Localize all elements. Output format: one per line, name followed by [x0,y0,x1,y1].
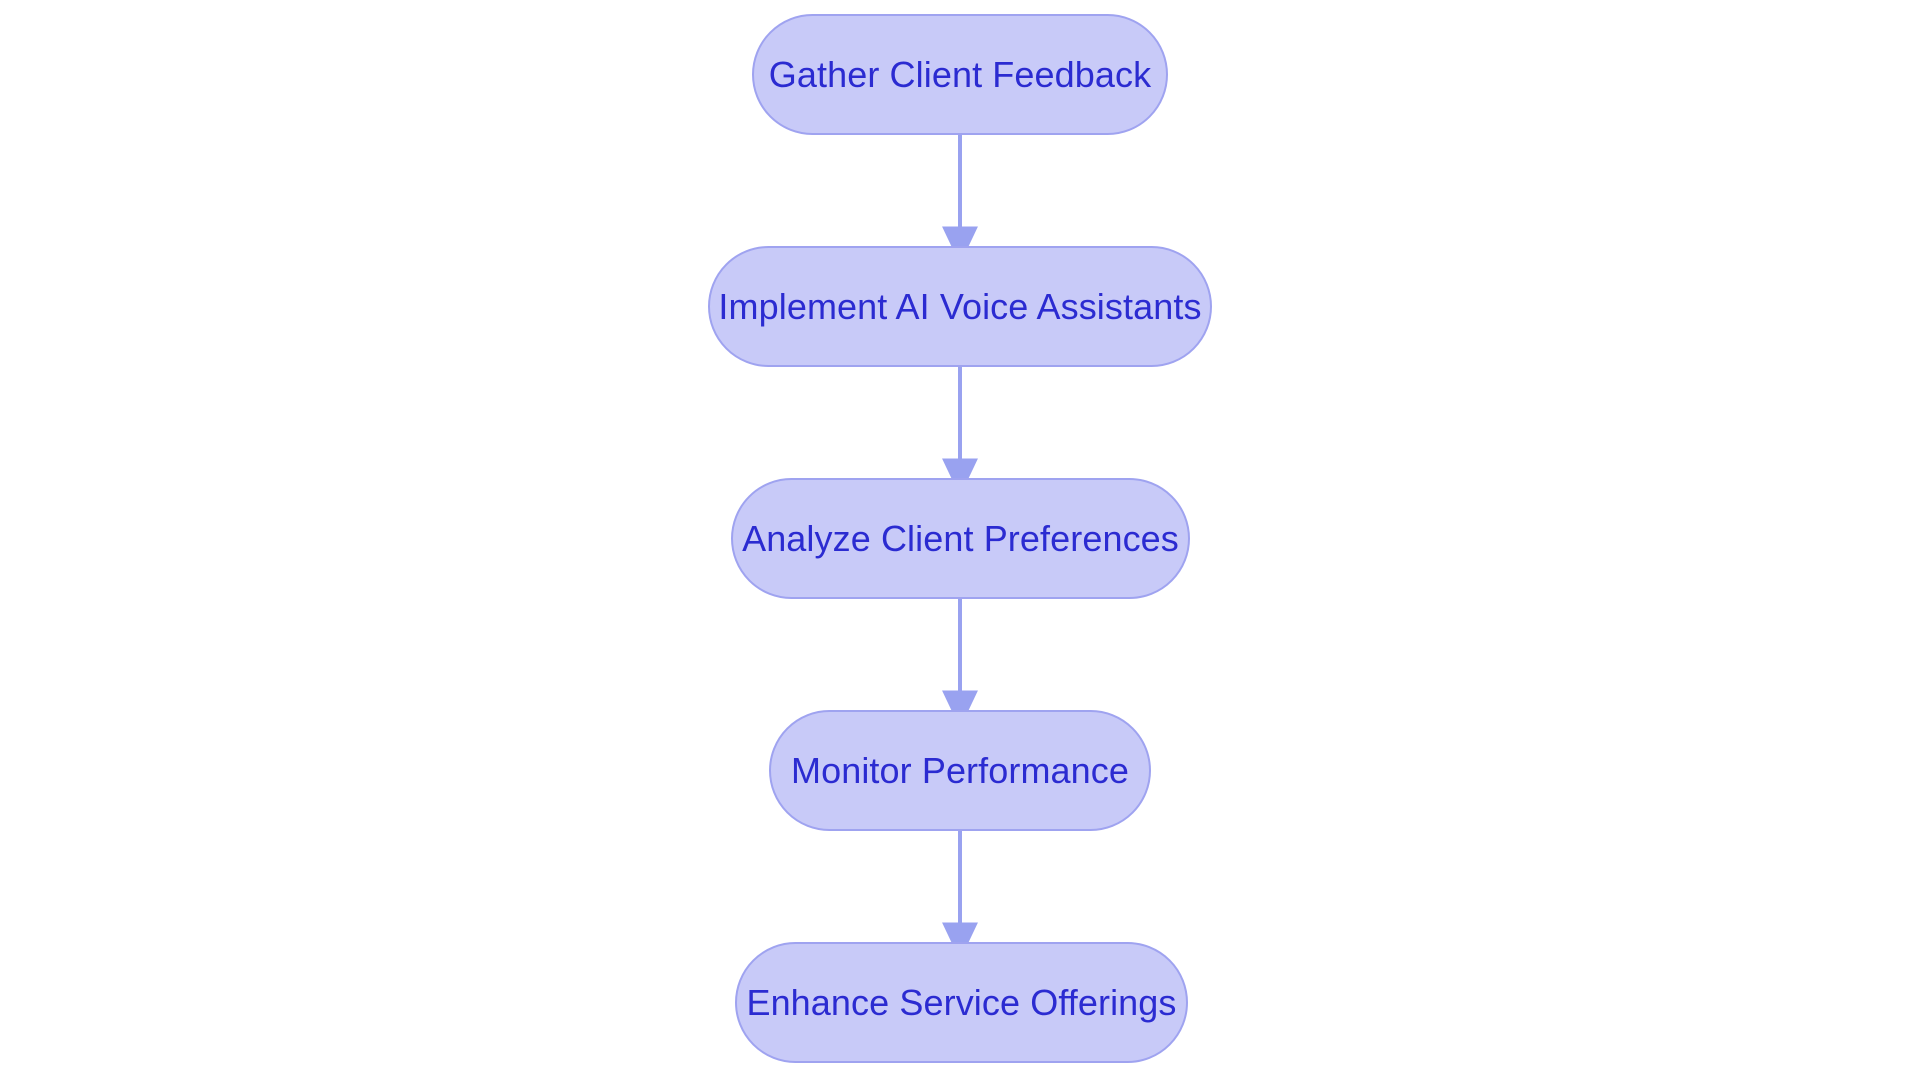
flow-node-label: Monitor Performance [790,749,1130,791]
flow-node-monitor-performance[interactable]: Monitor Performance [769,710,1151,831]
flow-node-enhance-service-offerings[interactable]: Enhance Service Offerings [735,942,1188,1063]
flow-node-label: Implement AI Voice Assistants [718,285,1202,327]
flow-node-implement-ai-voice-assistants[interactable]: Implement AI Voice Assistants [708,246,1212,367]
flow-node-label: Enhance Service Offerings [746,981,1177,1023]
flow-node-label: Analyze Client Preferences [742,517,1179,559]
flow-node-label: Gather Client Feedback [768,53,1152,95]
flow-node-analyze-client-preferences[interactable]: Analyze Client Preferences [731,478,1190,599]
flow-node-gather-client-feedback[interactable]: Gather Client Feedback [752,14,1168,135]
